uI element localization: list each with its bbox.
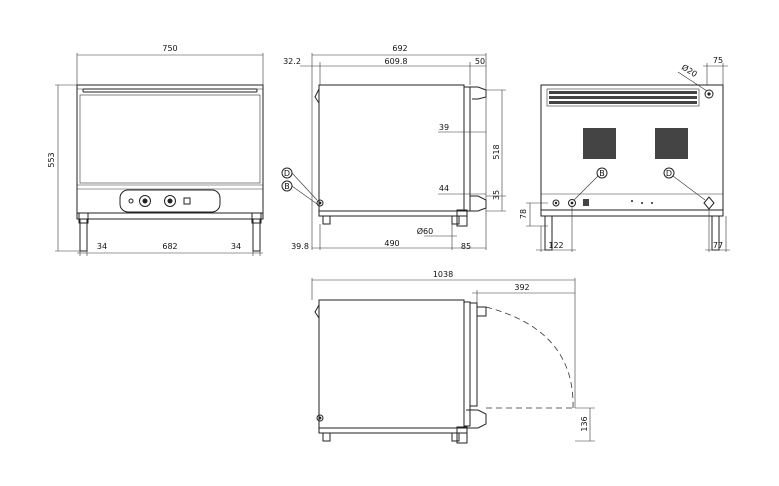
knob-right-icon — [164, 195, 176, 207]
rear-fitting-d-icon — [703, 196, 715, 210]
open-door-height-label: 136 — [580, 416, 589, 431]
front-leg-right-label: 34 — [231, 242, 241, 251]
side-depth-label: 692 — [392, 44, 407, 53]
front-leg-left-label: 34 — [97, 242, 107, 251]
front-door-window — [79, 94, 261, 184]
side-drain-pipe — [456, 209, 468, 227]
rear-fitting-diameter-label: Ø20 — [680, 62, 699, 79]
rear-socket-icon — [583, 199, 589, 206]
side-dim-44-label: 44 — [439, 184, 449, 193]
front-leg-right — [252, 218, 261, 252]
rear-grill-left — [583, 128, 616, 159]
open-view: 1038 392 136 — [311, 270, 595, 444]
control-panel — [119, 189, 221, 213]
side-dim-35-label: 35 — [492, 190, 501, 200]
side-dim-39-label: 39 — [439, 123, 449, 132]
side-offset-left-label: 32.2 — [283, 57, 301, 66]
front-handle-bar — [82, 88, 258, 93]
front-body — [76, 84, 264, 214]
rear-grill-right — [655, 128, 688, 159]
side-view: D B 692 32.2 609.8 50 39 518 44 35 39.8 … — [281, 44, 506, 251]
open-door-panel — [469, 302, 478, 407]
front-view: 750 553 34 682 34 — [47, 44, 264, 256]
open-foot-right — [451, 432, 460, 442]
side-dim-518-label: 518 — [492, 144, 501, 159]
rear-bottom-left-label: 122 — [548, 241, 563, 250]
svg-text:D: D — [666, 169, 672, 178]
open-total-depth-label: 1038 — [433, 270, 453, 279]
knob-left-icon — [139, 195, 151, 207]
indicator-light-icon — [128, 198, 134, 204]
rear-height-78-label: 78 — [519, 209, 528, 219]
svg-text:B: B — [284, 182, 290, 191]
side-foot-left — [322, 215, 331, 225]
side-foot-right — [451, 215, 460, 225]
rear-marker-b — [596, 167, 608, 179]
open-body — [318, 299, 465, 429]
side-handle-label: 50 — [475, 57, 485, 66]
front-inner-width-label: 682 — [162, 242, 177, 251]
door-swing-arc — [485, 306, 574, 409]
front-height-label: 553 — [47, 152, 56, 167]
svg-text:B: B — [599, 169, 605, 178]
side-bottom-left-label: 39.8 — [291, 242, 309, 251]
rear-vent-strip — [546, 88, 700, 107]
side-pipe-diameter-label: Ø60 — [417, 226, 433, 236]
rear-fitting-b-icon — [568, 199, 576, 207]
rear-top-fitting-icon — [704, 89, 714, 99]
side-fitting-icon — [316, 199, 324, 207]
switch-icon — [183, 197, 191, 205]
open-fitting-icon — [316, 414, 324, 422]
front-width-label: 750 — [162, 44, 177, 53]
open-foot-left — [322, 432, 331, 442]
front-leg-left — [79, 218, 88, 252]
rear-bottom-right-label: 77 — [713, 241, 723, 250]
side-body-depth-label: 609.8 — [385, 57, 408, 66]
rear-fitting-left-icon — [552, 199, 560, 207]
rear-marker-d — [663, 167, 675, 179]
side-bottom-mid-label: 490 — [384, 239, 399, 248]
open-door-swing-label: 392 — [514, 283, 529, 292]
rear-top-right-label: 75 — [713, 56, 723, 65]
side-bottom-right-label: 85 — [461, 242, 471, 251]
rear-view: Ø20 75 B D 78 122 — [519, 56, 730, 252]
svg-text:D: D — [284, 169, 290, 178]
